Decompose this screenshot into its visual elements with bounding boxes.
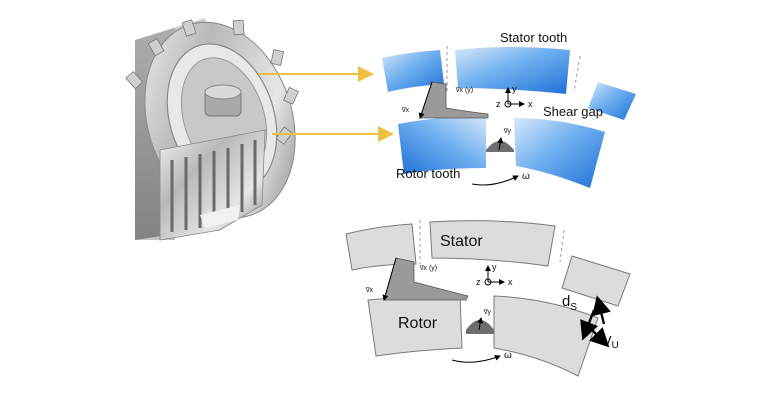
bottom-rotor-tooth-right [493, 295, 599, 377]
top-stator-tooth-left [382, 50, 444, 92]
top-stator-label: Stator tooth [500, 30, 567, 45]
top-velocity-profile-label: v̅x (y) [455, 87, 473, 94]
gear-hub-top [204, 84, 242, 100]
bottom-rotor-label: Rotor [398, 315, 438, 332]
top-divider-2 [573, 55, 581, 93]
top-rotor-tooth-right [514, 118, 605, 188]
rotor-highlight [200, 205, 240, 228]
top-z-label: z [496, 99, 501, 109]
vu-label: vU [604, 331, 619, 351]
bottom-y-label: y [492, 262, 497, 272]
bottom-vy-label: v̅y [483, 309, 492, 316]
top-omega-label: ω [522, 171, 530, 182]
vu-arrow [583, 321, 610, 348]
top-velocity-profile [419, 81, 489, 119]
top-shear-gap-label: Shear gap [543, 104, 603, 119]
bottom-velocity-profile [383, 257, 469, 301]
bottom-vy-arrow [477, 317, 484, 331]
top-vx-label: v̅x [401, 107, 410, 114]
top-vx-arrow [418, 81, 433, 119]
top-y-label: y [512, 84, 517, 94]
top-stator-tooth-right [588, 82, 636, 120]
bottom-divider-2 [559, 229, 565, 263]
top-rotor-tooth-left [398, 116, 486, 174]
ds-label: dS [562, 293, 577, 313]
bottom-velocity-profile-label: v̅x (y) [419, 265, 437, 272]
top-stator-tooth-middle [455, 47, 570, 94]
ds-arrow-down [580, 309, 599, 341]
bottom-stator-tooth-right [561, 255, 631, 307]
bottom-omega-label: ω [504, 350, 512, 361]
bottom-stator-label: Stator [440, 233, 483, 250]
bottom-vx-label: v̅x [365, 287, 374, 294]
bottom-diagram: Stator Rotor v̅x (y) v̅x v̅y y z x ω dS … [345, 220, 631, 377]
top-rotor-label: Rotor tooth [396, 166, 460, 181]
top-vy-arrow [497, 137, 504, 151]
bottom-vx-arrow [382, 257, 397, 301]
bottom-x-label: x [508, 277, 513, 287]
machine-render [125, 18, 299, 241]
top-vy-label: v̅y [503, 128, 512, 135]
bottom-stator-tooth-middle [429, 220, 556, 267]
ds-arrow-up [592, 295, 611, 325]
bottom-z-label: z [476, 277, 481, 287]
top-diagram: Stator tooth Shear gap Rotor tooth v̅x (… [382, 30, 636, 188]
top-x-label: x [528, 99, 533, 109]
bottom-omega-arrow [451, 354, 501, 363]
top-omega-arrow [471, 175, 519, 186]
